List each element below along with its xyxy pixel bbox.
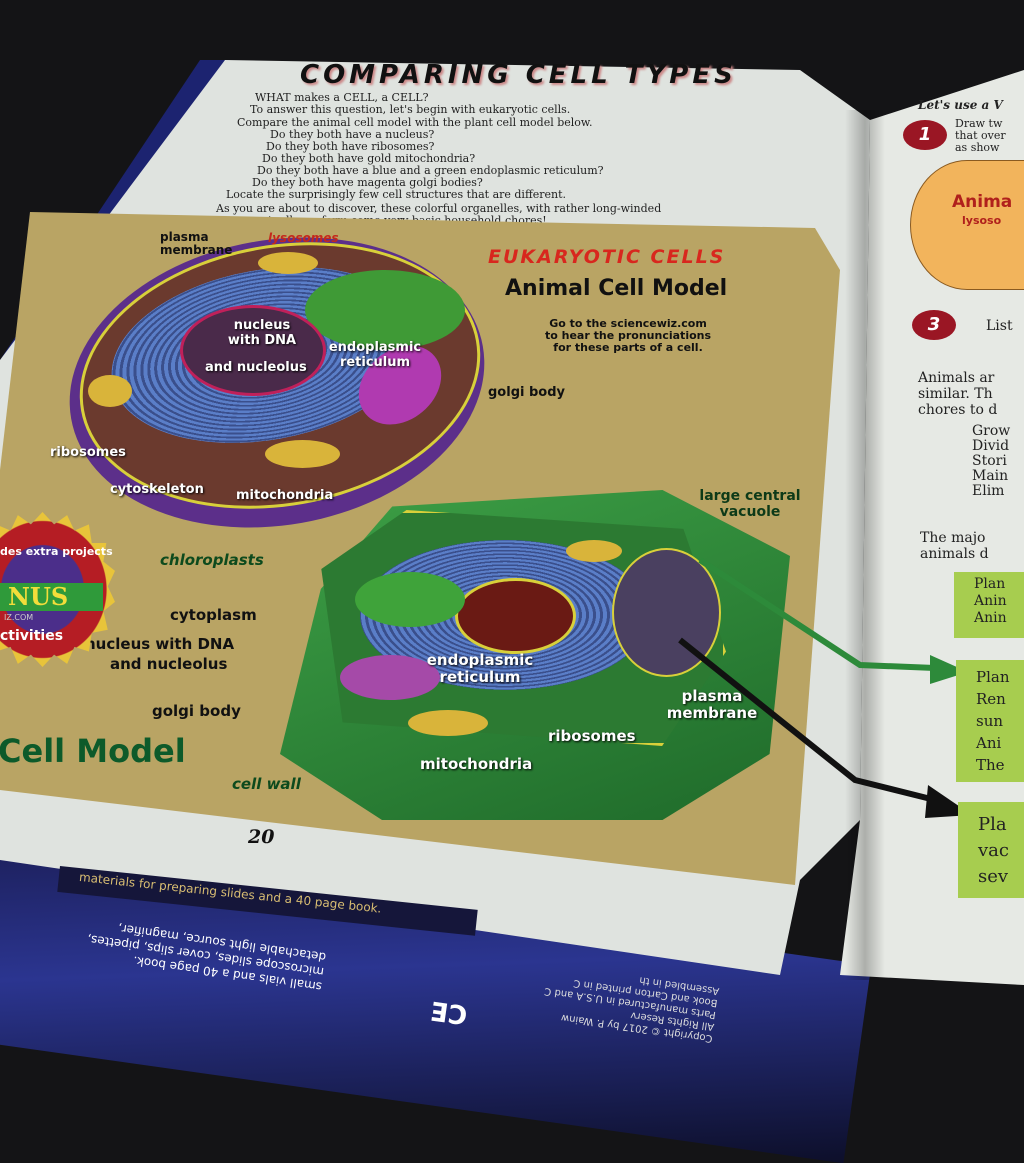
label-plant-mitochondria: mitochondria	[420, 755, 533, 773]
right-paragraph: Animals ar	[918, 370, 995, 386]
badge-ribbon	[0, 583, 103, 611]
label-plant-golgi: golgi body	[152, 702, 241, 720]
chore-item: Grow	[972, 423, 1011, 439]
step-1-text: Draw tw	[955, 117, 1003, 130]
box-line: vac	[978, 840, 1009, 861]
box-line: Ani	[976, 734, 1002, 752]
intro-line: Do they both have ribosomes?	[266, 140, 435, 153]
intro-line: Do they both have magenta golgi bodies?	[252, 176, 483, 189]
animal-smooth-er	[305, 270, 465, 350]
green-box-2: Plan Ren sun Ani The	[956, 660, 1024, 782]
box-line: Plan	[976, 668, 1010, 686]
right-paragraph-2: animals d	[920, 546, 989, 562]
box-line: Anin	[974, 610, 1007, 626]
label-plant-nucleus: nucleus with DNA	[85, 635, 235, 653]
intro-line: Locate the surprisingly few cell structu…	[226, 188, 567, 201]
intro-line: As you are about to discover, these colo…	[216, 202, 662, 215]
intro-line: Do they both have a nucleus?	[270, 128, 435, 141]
black-arrow	[678, 637, 936, 803]
animal-note: Go to the sciencewiz.com	[549, 317, 707, 330]
chore-item: Main	[972, 468, 1009, 484]
box-line: sev	[978, 866, 1009, 887]
right-lead: Let's use a V	[918, 98, 1003, 112]
animal-lysosome	[258, 252, 318, 274]
label-cytoplasm: cytoplasm	[170, 606, 257, 624]
label-nucleus: nucleus with DNA	[227, 318, 297, 348]
label-nucleolus: and nucleolus	[205, 360, 307, 375]
intro-line: To answer this question, let's begin wit…	[250, 103, 571, 116]
step-1-badge: 1	[903, 120, 947, 150]
venn-animal-circle	[910, 160, 1024, 290]
label-plant-plasma-membrane: plasma membrane	[666, 687, 758, 722]
right-paragraph: chores to d	[918, 402, 998, 418]
label-golgi: golgi body	[488, 385, 565, 400]
green-box-1: Plan Anin Anin	[954, 572, 1024, 638]
plant-mitochondrion	[408, 710, 488, 736]
page-title: COMPARING CELL TYPES	[300, 60, 737, 90]
intro-line: Do they both have gold mitochondria?	[262, 152, 476, 165]
right-paragraph-2: The majo	[920, 530, 986, 546]
box-line: sun	[976, 712, 1004, 730]
label-plant-ribosomes: ribosomes	[548, 727, 636, 745]
plant-chloroplast	[355, 572, 465, 627]
animal-nucleus	[180, 305, 326, 396]
step-3-text: List	[986, 318, 1013, 334]
page-number: 20	[248, 826, 275, 848]
animal-mitochondrion	[265, 440, 340, 468]
green-arrow	[698, 557, 936, 671]
box-line: The	[976, 756, 1005, 774]
plant-mitochondrion	[566, 540, 622, 562]
panel-heading: EUKARYOTIC CELLS	[488, 246, 726, 268]
box-line: Plan	[974, 576, 1006, 592]
label-chloroplasts: chloroplasts	[160, 551, 264, 569]
step-1-text: that over	[955, 129, 1006, 142]
label-lysosomes: lysosomes	[268, 231, 339, 245]
badge-bonus-text: NUS	[8, 582, 69, 611]
label-plasma-membrane: plasma membrane	[160, 230, 233, 257]
step-1-text: as show	[955, 141, 1000, 154]
box-line: Anin	[974, 593, 1007, 609]
book-gutter	[845, 110, 885, 980]
intro-line: Do they both have a blue and a green end…	[257, 164, 604, 177]
label-large-central-vacuole: large central vacuole	[699, 488, 801, 520]
intro-line: WHAT makes a CELL, a CELL?	[255, 91, 429, 104]
animal-mitochondrion	[88, 375, 132, 407]
box-line: Ren	[976, 690, 1006, 708]
animal-cell-title: Animal Cell Model	[505, 276, 728, 301]
right-paragraph: similar. Th	[918, 386, 993, 402]
venn-animal-label: Anima	[952, 192, 1013, 212]
badge-site-text: IZ.COM	[4, 613, 34, 622]
label-cytoskeleton: cytoskeleton	[110, 482, 204, 497]
step-3-badge: 3	[912, 310, 956, 340]
chore-item: Divid	[972, 438, 1010, 454]
intro-line: Compare the animal cell model with the p…	[237, 116, 593, 129]
label-cell-wall: cell wall	[232, 775, 301, 793]
chore-item: Elim	[972, 483, 1005, 499]
plant-cell-title: Cell Model	[0, 732, 186, 770]
label-mitochondria: mitochondria	[236, 488, 334, 503]
connector-arrows	[678, 557, 972, 818]
chore-item: Stori	[972, 453, 1007, 469]
label-er: endoplasmic reticulum	[328, 340, 422, 370]
green-box-3: Pla vac sev	[958, 802, 1024, 898]
label-ribosomes: ribosomes	[50, 445, 126, 460]
badge-bottom-text: ctivities	[0, 628, 64, 644]
animal-note: to hear the pronunciations	[545, 329, 712, 342]
green-arrowhead	[930, 655, 968, 684]
animal-note: for these parts of a cell.	[553, 341, 703, 354]
label-plant-nucleolus: and nucleolus	[110, 655, 228, 673]
plant-golgi	[340, 655, 440, 700]
plant-nucleus	[455, 578, 576, 654]
badge-top-text: des extra projects	[0, 545, 113, 558]
box-line: Pla	[978, 814, 1007, 835]
label-plant-er: endoplasmic reticulum	[426, 651, 534, 686]
venn-animal-sub: lysoso	[962, 214, 1002, 227]
